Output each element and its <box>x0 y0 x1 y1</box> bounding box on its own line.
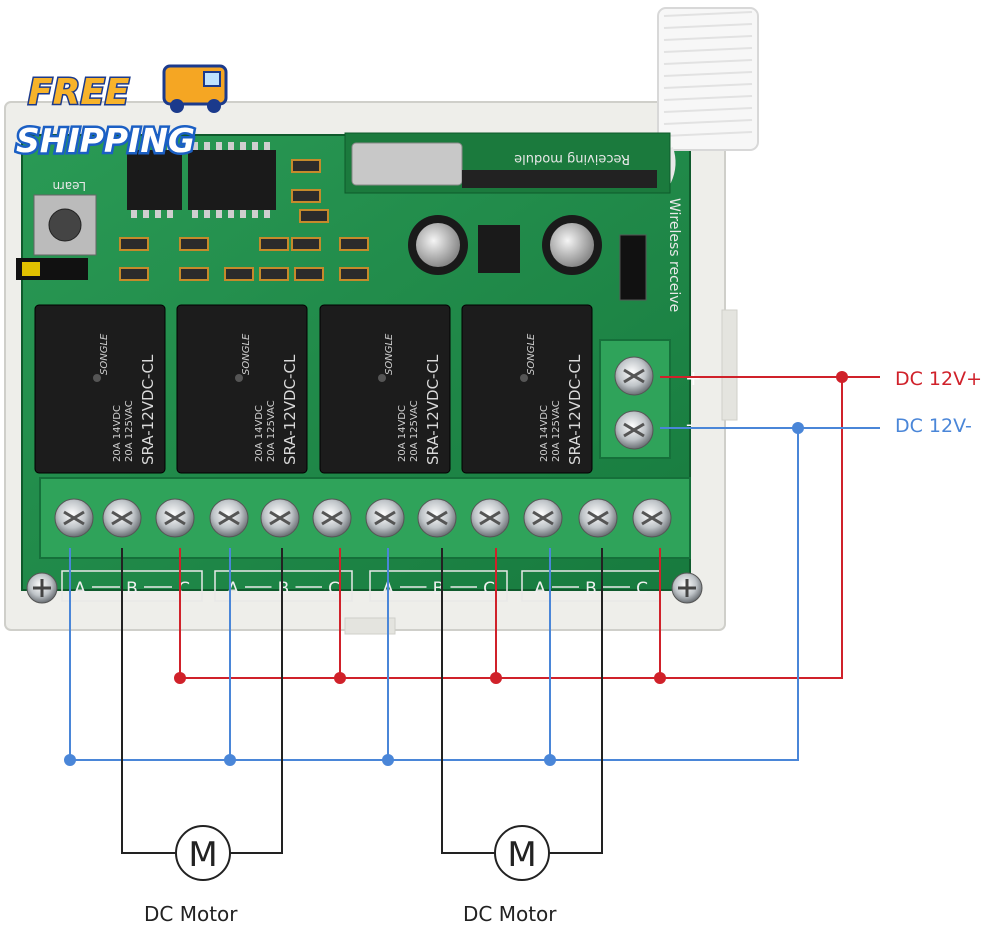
terminal-screw[interactable] <box>102 498 142 538</box>
relay-2-brand: SONGLE <box>241 333 252 375</box>
junction-dot <box>224 754 236 766</box>
terminal-label-c: C <box>483 579 495 599</box>
badge-shipping: SHIPPING <box>16 121 195 160</box>
free-shipping-badge: FREE SHIPPING <box>14 64 228 163</box>
motor-1: M <box>175 825 231 881</box>
terminal-screw[interactable] <box>54 498 94 538</box>
truck-icon <box>162 64 228 113</box>
wireless-receive-label: Wireless receive <box>666 198 682 312</box>
terminal-label-c: C <box>636 579 648 599</box>
capacitor-1 <box>408 215 468 275</box>
terminal-screw[interactable] <box>365 498 405 538</box>
relay-3-model: SRA-12VDC-CL <box>424 354 442 465</box>
relay-1-brand: SONGLE <box>99 333 110 375</box>
motor-2-wire-b <box>549 548 603 854</box>
regulator <box>478 225 520 273</box>
relay-3-rating-2: 20A 125VAC <box>409 400 420 462</box>
relay-4-rating-1: 20A 14VDC <box>539 405 550 462</box>
positive-bus-wire <box>180 377 843 679</box>
relay-4-model: SRA-12VDC-CL <box>566 354 584 465</box>
motor-2-label: DC Motor <box>463 902 557 926</box>
motor-2-wire-a <box>441 548 495 854</box>
terminal-label-b: B <box>126 579 138 599</box>
motor-1-wire-b <box>230 548 283 854</box>
terminal-label-a: A <box>534 579 546 599</box>
relay-1-rating-1: 20A 14VDC <box>112 405 123 462</box>
terminal-group-1: A B C <box>61 570 203 602</box>
terminal-label-a: A <box>74 579 86 599</box>
junction-dot <box>174 672 186 684</box>
terminal-screw[interactable] <box>578 498 618 538</box>
terminal-label-b: B <box>585 579 597 599</box>
relay-1-model: SRA-12VDC-CL <box>139 354 157 465</box>
power-minus-label: - <box>686 414 693 435</box>
terminal-screw[interactable] <box>312 498 352 538</box>
diode <box>619 234 647 301</box>
junction-dot <box>64 754 76 766</box>
junction-dot <box>334 672 346 684</box>
housing-tab-right <box>721 309 738 421</box>
junction-dot <box>490 672 502 684</box>
terminal-screw[interactable] <box>155 498 195 538</box>
relay-4-rating-2: 20A 125VAC <box>551 400 562 462</box>
smd-components <box>119 159 369 281</box>
terminal-screw[interactable] <box>632 498 672 538</box>
capacitor-2 <box>542 215 602 275</box>
jumper <box>16 258 88 280</box>
terminal-label-c: C <box>328 579 340 599</box>
terminal-screw[interactable] <box>523 498 563 538</box>
mounting-screw-left <box>26 572 58 604</box>
terminal-label-b: B <box>433 579 445 599</box>
dc-negative-label: DC 12V- <box>895 415 972 437</box>
relay-2-model: SRA-12VDC-CL <box>281 354 299 465</box>
learn-label: Learn <box>52 179 86 193</box>
terminal-screw[interactable] <box>470 498 510 538</box>
ic-chips <box>127 142 276 218</box>
motor-2-symbol: M <box>507 835 536 875</box>
receiving-module: Receiving module <box>344 132 671 194</box>
motor-1-label: DC Motor <box>144 902 238 926</box>
relay-2-rating-1: 20A 14VDC <box>254 405 265 462</box>
terminal-screw[interactable] <box>209 498 249 538</box>
relay-3-brand: SONGLE <box>384 333 395 375</box>
junction-dot <box>836 371 848 383</box>
relay-2-rating-2: 20A 125VAC <box>266 400 277 462</box>
motor-1-wire-a <box>121 548 176 854</box>
learn-button[interactable] <box>33 194 97 256</box>
junction-dot <box>654 672 666 684</box>
relay-4-brand: SONGLE <box>526 333 537 375</box>
badge-free: FREE <box>28 72 130 113</box>
junction-dot <box>792 422 804 434</box>
module-label: Receiving module <box>514 151 630 166</box>
relay-1-rating-2: 20A 125VAC <box>124 400 135 462</box>
power-screw-minus[interactable] <box>614 410 654 450</box>
relay-3-rating-1: 20A 14VDC <box>397 405 408 462</box>
terminal-screw[interactable] <box>260 498 300 538</box>
negative-bus-wire <box>70 428 799 761</box>
terminal-label-a: A <box>227 579 239 599</box>
housing-tab-bottom <box>344 617 396 635</box>
terminal-label-b: B <box>278 579 290 599</box>
junction-dot <box>382 754 394 766</box>
mounting-screw-right <box>671 572 703 604</box>
motor-1-symbol: M <box>188 835 217 875</box>
terminal-screw[interactable] <box>417 498 457 538</box>
junction-dot <box>544 754 556 766</box>
terminal-label-c: C <box>178 579 190 599</box>
motor-2: M <box>494 825 550 881</box>
dc-positive-label: DC 12V+ <box>895 368 983 390</box>
power-screw-plus[interactable] <box>614 356 654 396</box>
antenna <box>657 7 759 184</box>
